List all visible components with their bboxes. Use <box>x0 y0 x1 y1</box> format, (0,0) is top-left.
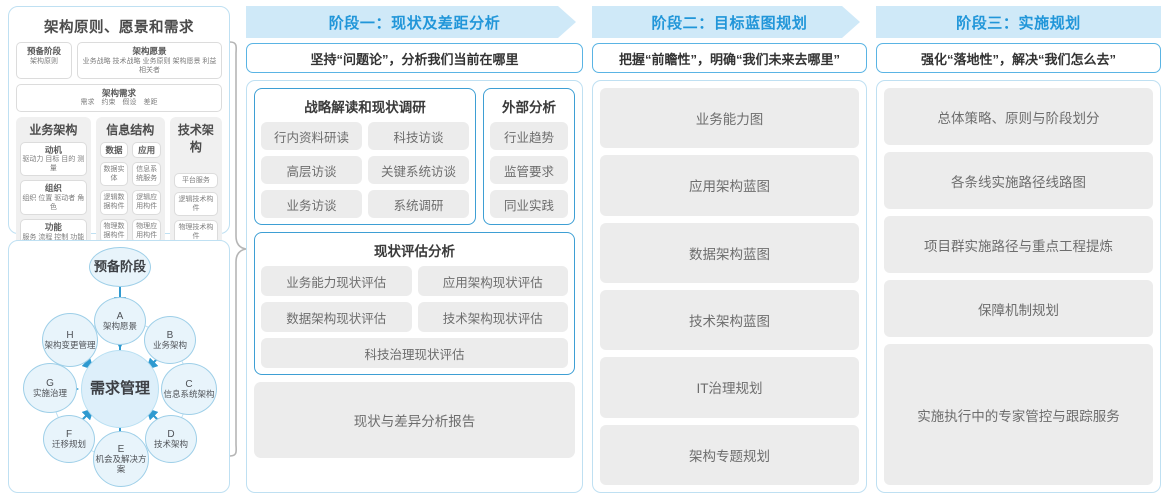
adm-node-c[interactable]: C 信息系统架构 <box>161 363 217 415</box>
card-external-analysis-title: 外部分析 <box>502 100 556 115</box>
chip-item[interactable]: 应用架构现状评估 <box>417 266 568 296</box>
phase-2-subtitle: 把握“前瞻性”，明确“我们未来去哪里” <box>592 43 867 73</box>
chip-item[interactable]: 关键系统访谈 <box>368 156 469 184</box>
phase-1-header-label: 阶段一：现状及差距分析 <box>328 14 501 32</box>
chip-item[interactable]: 实施执行中的专家管控与跟踪服务 <box>884 344 1153 485</box>
chip-item[interactable]: 数据架构现状评估 <box>261 302 412 332</box>
togaf-vision-cell: 架构愿景 业务战略 技术战略 业务原则 架构愿景 利益相关者 <box>77 42 222 79</box>
togaf-domain-columns: 业务架构 动机 驱动力 目标 目的 测量 组织 组织 位置 驱动者 角色 功能 <box>16 116 222 249</box>
card-external-analysis: 外部分析 行业趋势 监管要求 同业实践 <box>483 88 575 225</box>
chevron-right-icon <box>842 6 868 38</box>
togaf-prep-cell: 预备阶段 架构原则 <box>16 42 72 79</box>
togaf-column-business-title: 业务架构 <box>29 122 78 137</box>
chip-item[interactable]: 同业实践 <box>490 190 568 218</box>
adm-node-a[interactable]: A 架构愿景 <box>94 297 146 345</box>
togaf-vision-sub: 业务战略 技术战略 业务原则 架构愿景 利益相关者 <box>82 57 217 74</box>
adm-node-b[interactable]: B 业务架构 <box>144 316 196 364</box>
togaf-column-technology-title: 技术架构 <box>177 122 214 154</box>
phase-1-subtitle: 坚持“问题论”，分析我们当前在哪里 <box>246 43 583 73</box>
chip-item[interactable]: 总体策略、原则与阶段划分 <box>884 88 1153 145</box>
card-strategy-research-title: 战略解读和现状调研 <box>304 100 426 115</box>
card-current-state-assessment: 现状评估分析 业务能力现状评估 应用架构现状评估 数据架构现状评估 技术架构现状… <box>254 232 575 375</box>
adm-cycle-diagram: 预备阶段 需求管理 A 架构愿景 B 业务架构 C 信息系统架构 <box>8 240 230 493</box>
phase-1-report[interactable]: 现状与差异分析报告 <box>254 382 575 458</box>
chip-item[interactable]: 应用架构蓝图 <box>600 155 859 216</box>
chip-item[interactable]: 高层访谈 <box>261 156 362 184</box>
chip-item[interactable]: 保障机制规划 <box>884 280 1153 337</box>
chip-item[interactable]: 架构专题规划 <box>600 424 859 485</box>
togaf-content-framework: 架构原则、愿景和需求 预备阶段 架构原则 架构愿景 业务战略 技术战略 业务原则… <box>8 6 230 301</box>
chip-item[interactable]: 数据架构蓝图 <box>600 222 859 283</box>
adm-node-e[interactable]: E 机会及解决方案 <box>93 431 149 487</box>
phase-1-header: 阶段一：现状及差距分析 <box>246 6 584 38</box>
togaf-prep-head: 预备阶段 <box>26 46 61 56</box>
chip-item[interactable]: 系统调研 <box>368 190 469 218</box>
adm-node-d[interactable]: D 技术架构 <box>145 415 197 463</box>
adm-node-h[interactable]: H 架构变更管理 <box>42 313 98 367</box>
left-column: 架构原则、愿景和需求 预备阶段 架构原则 架构愿景 业务战略 技术战略 业务原则… <box>8 6 230 493</box>
adm-node-center[interactable]: 需求管理 <box>81 350 159 428</box>
phase-3: 阶段三：实施规划 强化“落地性”，解决“我们怎么去” 总体策略、原则与阶段划分 … <box>876 6 1161 493</box>
chip-item[interactable]: 业务访谈 <box>261 190 362 218</box>
togaf-req-sub: 需求 约束 假设 差距 <box>80 99 158 107</box>
chip-item[interactable]: 行业趋势 <box>490 122 568 150</box>
togaf-prep-sub: 架构原则 <box>30 57 58 65</box>
phase-2-body: 业务能力图 应用架构蓝图 数据架构蓝图 技术架构蓝图 IT治理规划 架构专题规划 <box>592 80 867 493</box>
togaf-title: 架构原则、愿景和需求 <box>44 20 194 36</box>
phase-2-header: 阶段二：目标蓝图规划 <box>592 6 868 38</box>
togaf-vision-head: 架构愿景 <box>132 46 167 56</box>
chip-item[interactable]: 项目群实施路径与重点工程提炼 <box>884 216 1153 273</box>
togaf-req-head: 架构需求 <box>101 87 136 98</box>
card-strategy-research: 战略解读和现状调研 行内资料研读 科技访谈 高层访谈 关键系统访谈 业务访谈 系… <box>254 88 476 225</box>
phase-2: 阶段二：目标蓝图规划 把握“前瞻性”，明确“我们未来去哪里” 业务能力图 应用架… <box>592 6 868 493</box>
togaf-ba-group: 动机 驱动力 目标 目的 测量 <box>20 141 87 177</box>
phase-1-body: 战略解读和现状调研 行内资料研读 科技访谈 高层访谈 关键系统访谈 业务访谈 系… <box>246 80 583 493</box>
card-current-state-assessment-title: 现状评估分析 <box>374 244 455 259</box>
togaf-column-information: 信息结构 数据 数据实体 逻辑数据构件 物理数据构件 应用 信息系统服务 逻辑应… <box>95 116 165 249</box>
chip-item[interactable]: IT治理规划 <box>600 357 859 418</box>
phase-3-header: 阶段三：实施规划 <box>876 6 1161 38</box>
phase-3-subtitle: 强化“落地性”，解决“我们怎么去” <box>876 43 1161 73</box>
phase-3-header-label: 阶段三：实施规划 <box>956 14 1081 32</box>
chip-item[interactable]: 行内资料研读 <box>261 122 362 150</box>
togaf-column-business: 业务架构 动机 驱动力 目标 目的 测量 组织 组织 位置 驱动者 角色 功能 <box>16 116 91 249</box>
adm-node-f[interactable]: F 迁移规划 <box>43 415 95 463</box>
togaf-column-information-title: 信息结构 <box>106 122 155 137</box>
connector-brace <box>229 41 247 457</box>
chip-item[interactable]: 业务能力现状评估 <box>261 266 412 296</box>
chip-item[interactable]: 技术架构现状评估 <box>417 302 568 332</box>
chip-item[interactable]: 监管要求 <box>490 156 568 184</box>
chip-item[interactable]: 科技访谈 <box>368 122 469 150</box>
adm-node-prep[interactable]: 预备阶段 <box>89 247 151 287</box>
chevron-right-icon <box>558 6 584 38</box>
togaf-is-data-stack: 数据 数据实体 逻辑数据构件 物理数据构件 <box>99 141 129 243</box>
phase-2-header-label: 阶段二：目标蓝图规划 <box>651 14 808 32</box>
phase-3-body: 总体策略、原则与阶段划分 各条线实施路径线路图 项目群实施路径与重点工程提炼 保… <box>876 80 1161 493</box>
adm-node-g[interactable]: G 实施治理 <box>23 363 77 413</box>
phase-1: 阶段一：现状及差距分析 坚持“问题论”，分析我们当前在哪里 战略解读和现状调研 … <box>246 6 584 493</box>
togaf-column-technology: 技术架构 平台服务 逻辑技术构件 物理技术构件 <box>169 116 222 249</box>
togaf-ba-group: 组织 组织 位置 驱动者 角色 <box>20 180 87 216</box>
togaf-vision-row: 预备阶段 架构原则 架构愿景 业务战略 技术战略 业务原则 架构愿景 利益相关者 <box>16 42 222 79</box>
chip-item[interactable]: 科技治理现状评估 <box>261 338 568 368</box>
chip-item[interactable]: 业务能力图 <box>600 88 859 149</box>
chip-item[interactable]: 各条线实施路径线路图 <box>884 152 1153 209</box>
togaf-requirements-cell: 架构需求 需求 约束 假设 差距 <box>16 83 222 112</box>
togaf-is-app-stack: 应用 信息系统服务 逻辑应用构件 物理应用构件 <box>132 141 161 243</box>
chip-item[interactable]: 技术架构蓝图 <box>600 289 859 351</box>
